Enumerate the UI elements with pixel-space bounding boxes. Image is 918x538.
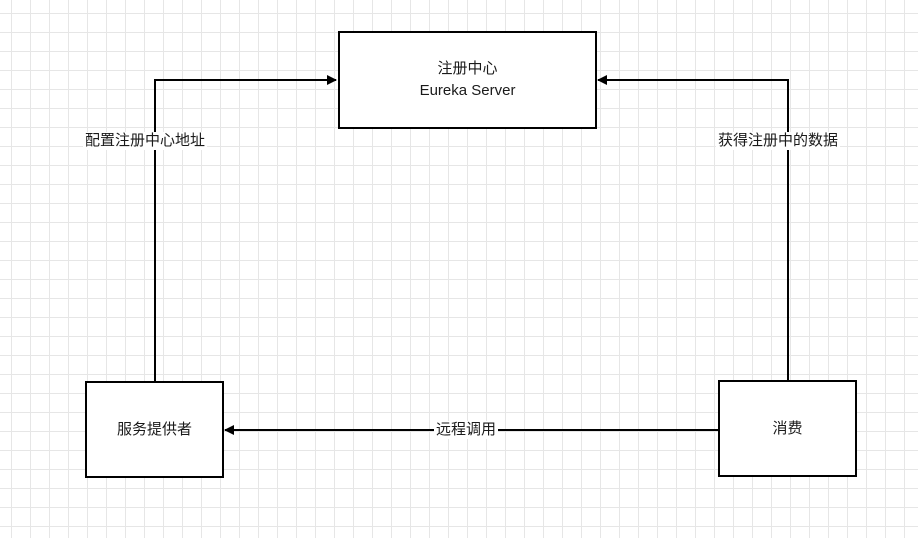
registry-node[interactable]: 注册中心 Eureka Server xyxy=(338,31,597,129)
edge-label-consumer-to-provider: 远程调用 xyxy=(434,421,499,439)
provider-node-label: 服务提供者 xyxy=(116,420,192,438)
edge-label-provider-to-registry: 配置注册中心地址 xyxy=(83,132,208,150)
registry-node-subtitle: Eureka Server xyxy=(419,82,516,99)
edge-label-consumer-to-registry: 获得注册中的数据 xyxy=(716,132,841,150)
edge-provider-to-registry xyxy=(154,75,337,381)
registry-node-title: 注册中心 xyxy=(437,60,498,77)
consumer-node-label: 消费 xyxy=(772,419,803,437)
consumer-node[interactable]: 消费 xyxy=(718,380,857,477)
provider-node[interactable]: 服务提供者 xyxy=(85,381,224,478)
edge-consumer-to-registry xyxy=(597,75,789,380)
